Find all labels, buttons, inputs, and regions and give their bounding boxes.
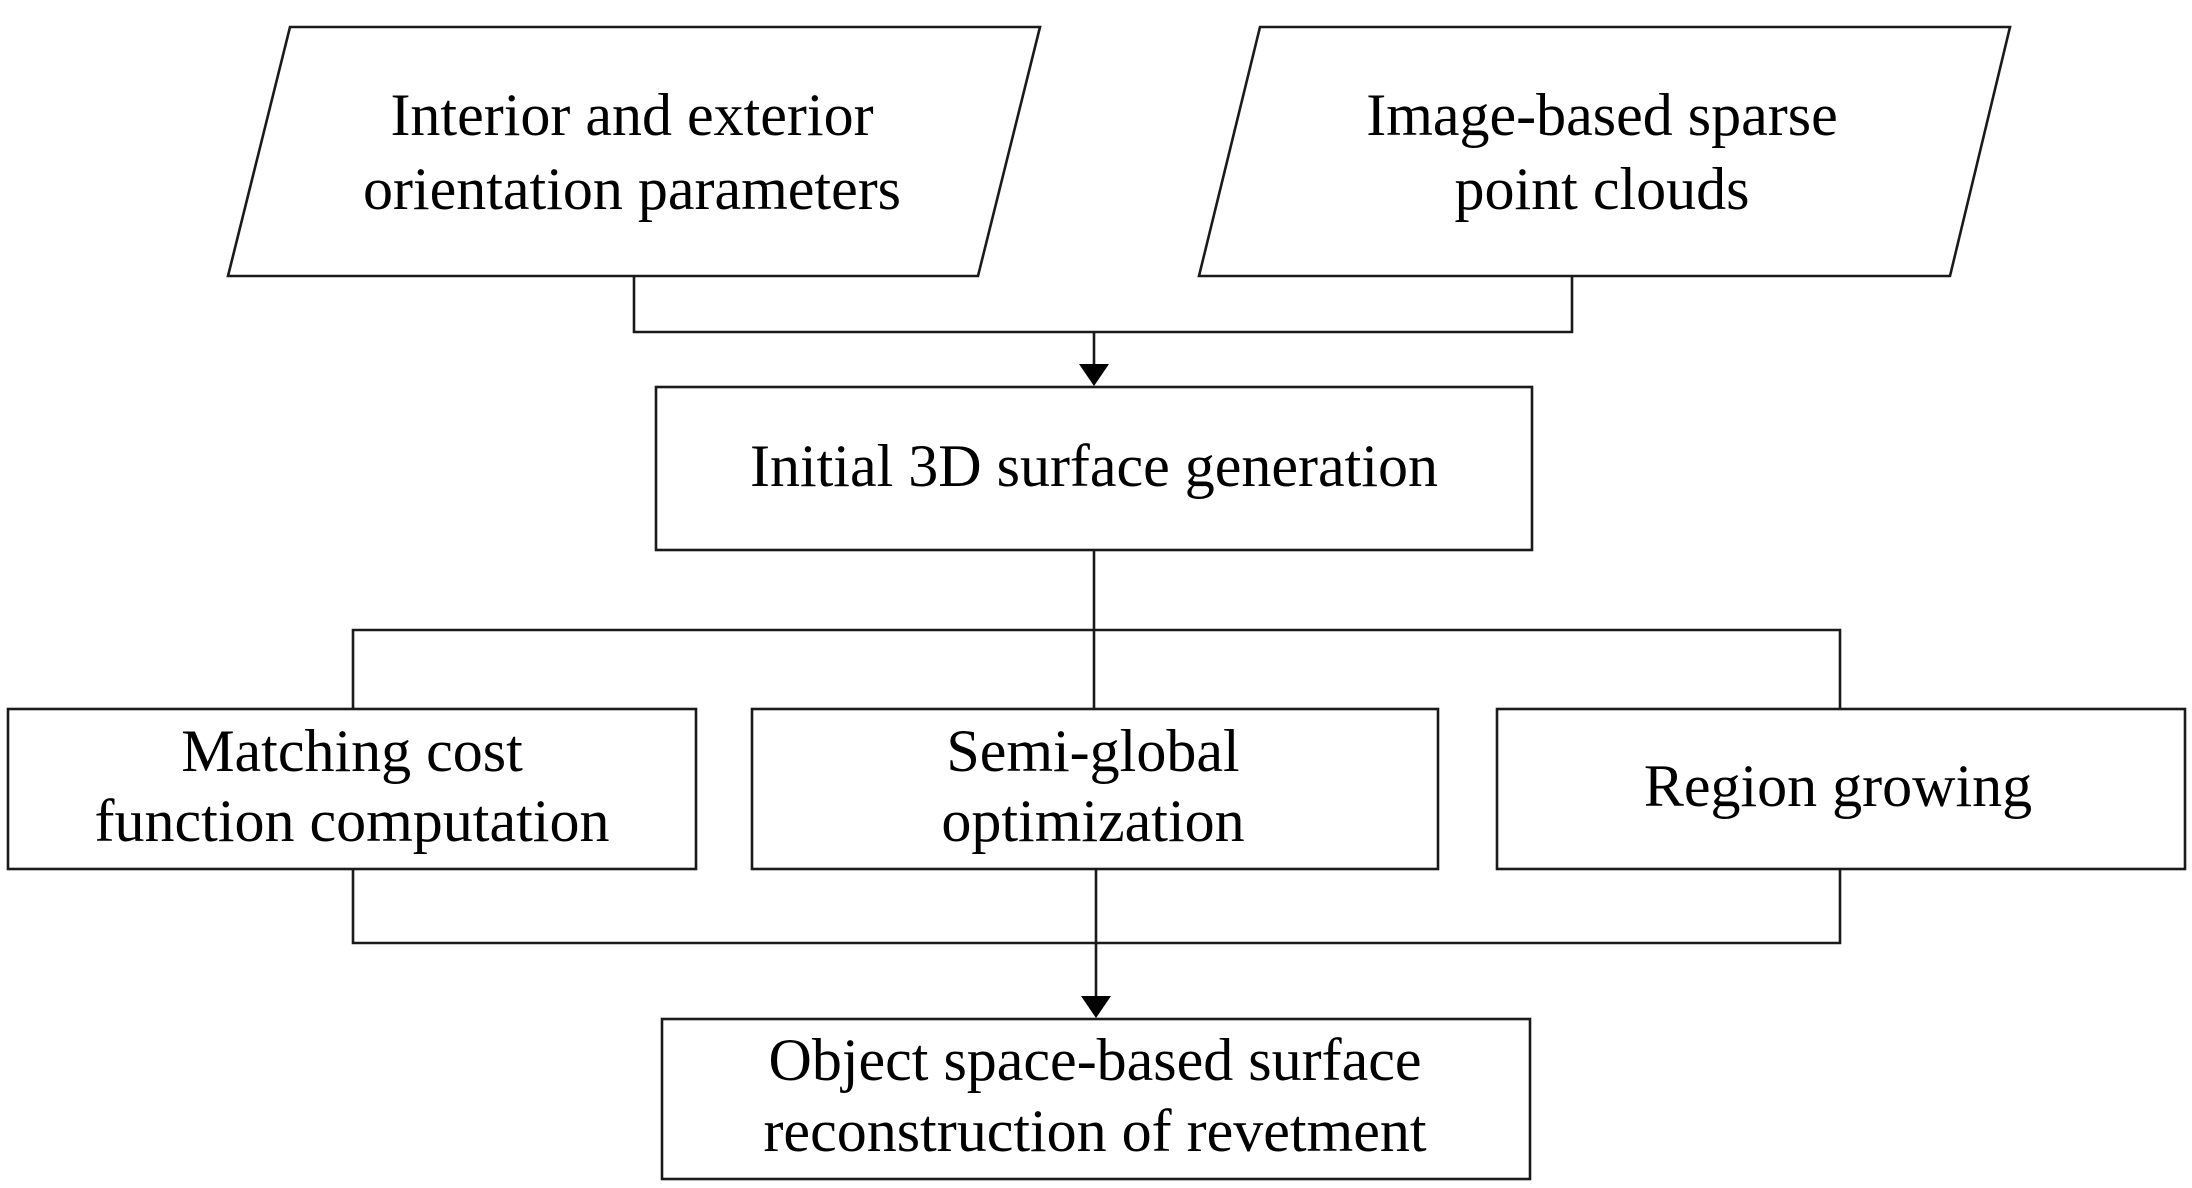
node-label-line: reconstruction of revetment: [763, 1098, 1426, 1164]
node-label-line: orientation parameters: [363, 156, 901, 222]
node-label-line: Image-based sparse: [1366, 82, 1837, 148]
node-label-line: Region growing: [1644, 753, 2032, 819]
node-initial-3d-surface-generation: Initial 3D surface generation: [654, 385, 1534, 552]
node-label-line: function computation: [95, 788, 610, 854]
node-sparse-point-clouds: Image-based sparse point clouds: [1197, 25, 2012, 278]
node-label-line: point clouds: [1455, 156, 1750, 222]
node-label-line: Object space-based surface: [769, 1027, 1422, 1093]
split-connector-methods: [351, 550, 1842, 709]
merge-connector-inputs: [632, 276, 1574, 334]
node-region-growing: Region growing: [1495, 707, 2187, 871]
node-semi-global-optimization: Semi-global optimization: [750, 707, 1440, 871]
node-label-line: Semi-global: [946, 718, 1239, 784]
merge-connector-methods: [351, 869, 1842, 1018]
node-label-line: Initial 3D surface generation: [750, 433, 1438, 499]
node-label-line: Matching cost: [181, 718, 523, 784]
node-surface-reconstruction: Object space-based surface reconstructio…: [660, 1017, 1532, 1181]
arrow-to-initial-surface: [1079, 332, 1109, 386]
node-label-line: Interior and exterior: [390, 82, 873, 148]
node-label-line: optimization: [941, 788, 1244, 854]
node-orientation-parameters: Interior and exterior orientation parame…: [226, 25, 1042, 278]
node-matching-cost-function: Matching cost function computation: [6, 707, 698, 871]
